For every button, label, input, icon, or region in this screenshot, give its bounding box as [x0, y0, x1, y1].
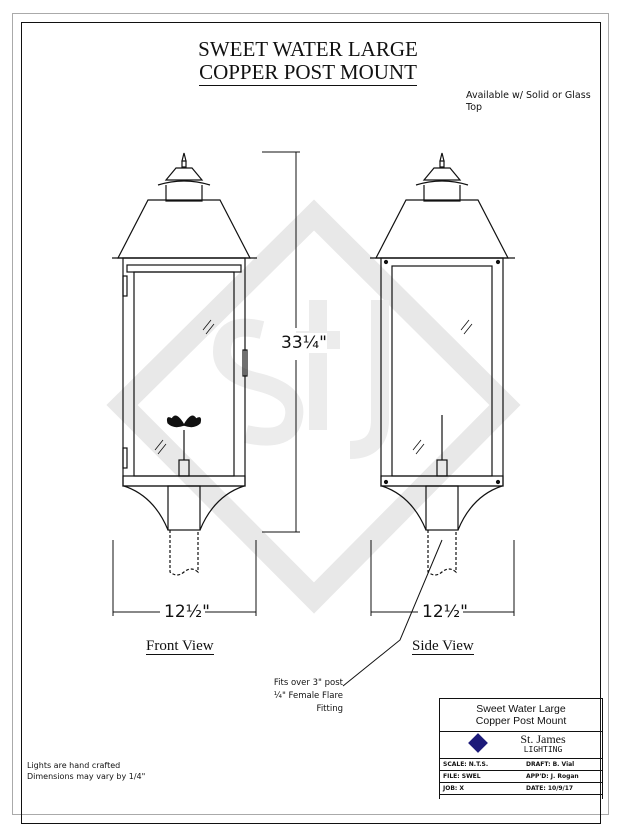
side-width-dimension-label: 12½" — [422, 602, 468, 622]
file-field: FILE: SWEL — [443, 773, 481, 780]
drawing-title-line2: COPPER POST MOUNT — [108, 60, 508, 86]
fitting-note-line1: Fits over 3" post — [273, 678, 343, 688]
fitting-note-line2: ¼" Female Flare — [273, 691, 343, 701]
title-block-row: FILE: SWEL APP'D: J. Rogan — [440, 771, 602, 783]
drawing-canvas — [106, 151, 521, 687]
side-view-label: Side View — [412, 638, 474, 655]
title-block: Sweet Water Large Copper Post Mount St. … — [439, 698, 603, 799]
title-block-row: JOB: X DATE: 10/9/17 — [440, 783, 602, 795]
watermark-logo — [106, 199, 521, 614]
job-field: JOB: X — [443, 785, 465, 792]
company-subtitle: LIGHTING — [523, 745, 563, 754]
height-dimension-label: 33¼" — [281, 333, 327, 353]
date-field: DATE: 10/9/17 — [526, 785, 574, 792]
approved-field: APP'D: J. Rogan — [526, 773, 579, 780]
handcraft-note: Lights are hand crafted Dimensions may v… — [27, 760, 145, 782]
scale-field: SCALE: N.T.S. — [443, 761, 489, 768]
product-name-line2: Copper Post Mount — [475, 715, 567, 727]
fitting-note-line3: Fitting — [316, 704, 343, 714]
front-view-label: Front View — [146, 638, 214, 655]
watermark-letters-shape — [212, 300, 389, 459]
availability-note: Available w/ Solid or Glass Top — [466, 90, 591, 113]
draft-field: DRAFT: B. Vial — [526, 761, 575, 768]
st-james-logo-icon — [468, 733, 488, 753]
drawing-title-line1: SWEET WATER LARGE — [198, 37, 418, 61]
handcraft-note-line1: Lights are hand crafted — [27, 761, 121, 770]
title-block-company: St. James LIGHTING — [440, 732, 602, 759]
drawing-title-line2-text: COPPER POST MOUNT — [199, 60, 417, 86]
front-view-lantern — [112, 152, 257, 576]
title-block-row: SCALE: N.T.S. DRAFT: B. Vial — [440, 759, 602, 771]
company-name: St. James — [520, 732, 566, 746]
front-width-dimension-label: 12½" — [164, 602, 210, 622]
fitting-note: Fits over 3" post ¼" Female Flare Fittin… — [250, 677, 343, 716]
title-block-product: Sweet Water Large Copper Post Mount — [440, 699, 602, 732]
product-name-line1: Sweet Water Large — [476, 703, 566, 715]
dimension-lines — [112, 151, 515, 687]
side-view-lantern — [370, 152, 515, 576]
handcraft-note-line2: Dimensions may vary by 1/4" — [27, 772, 146, 781]
